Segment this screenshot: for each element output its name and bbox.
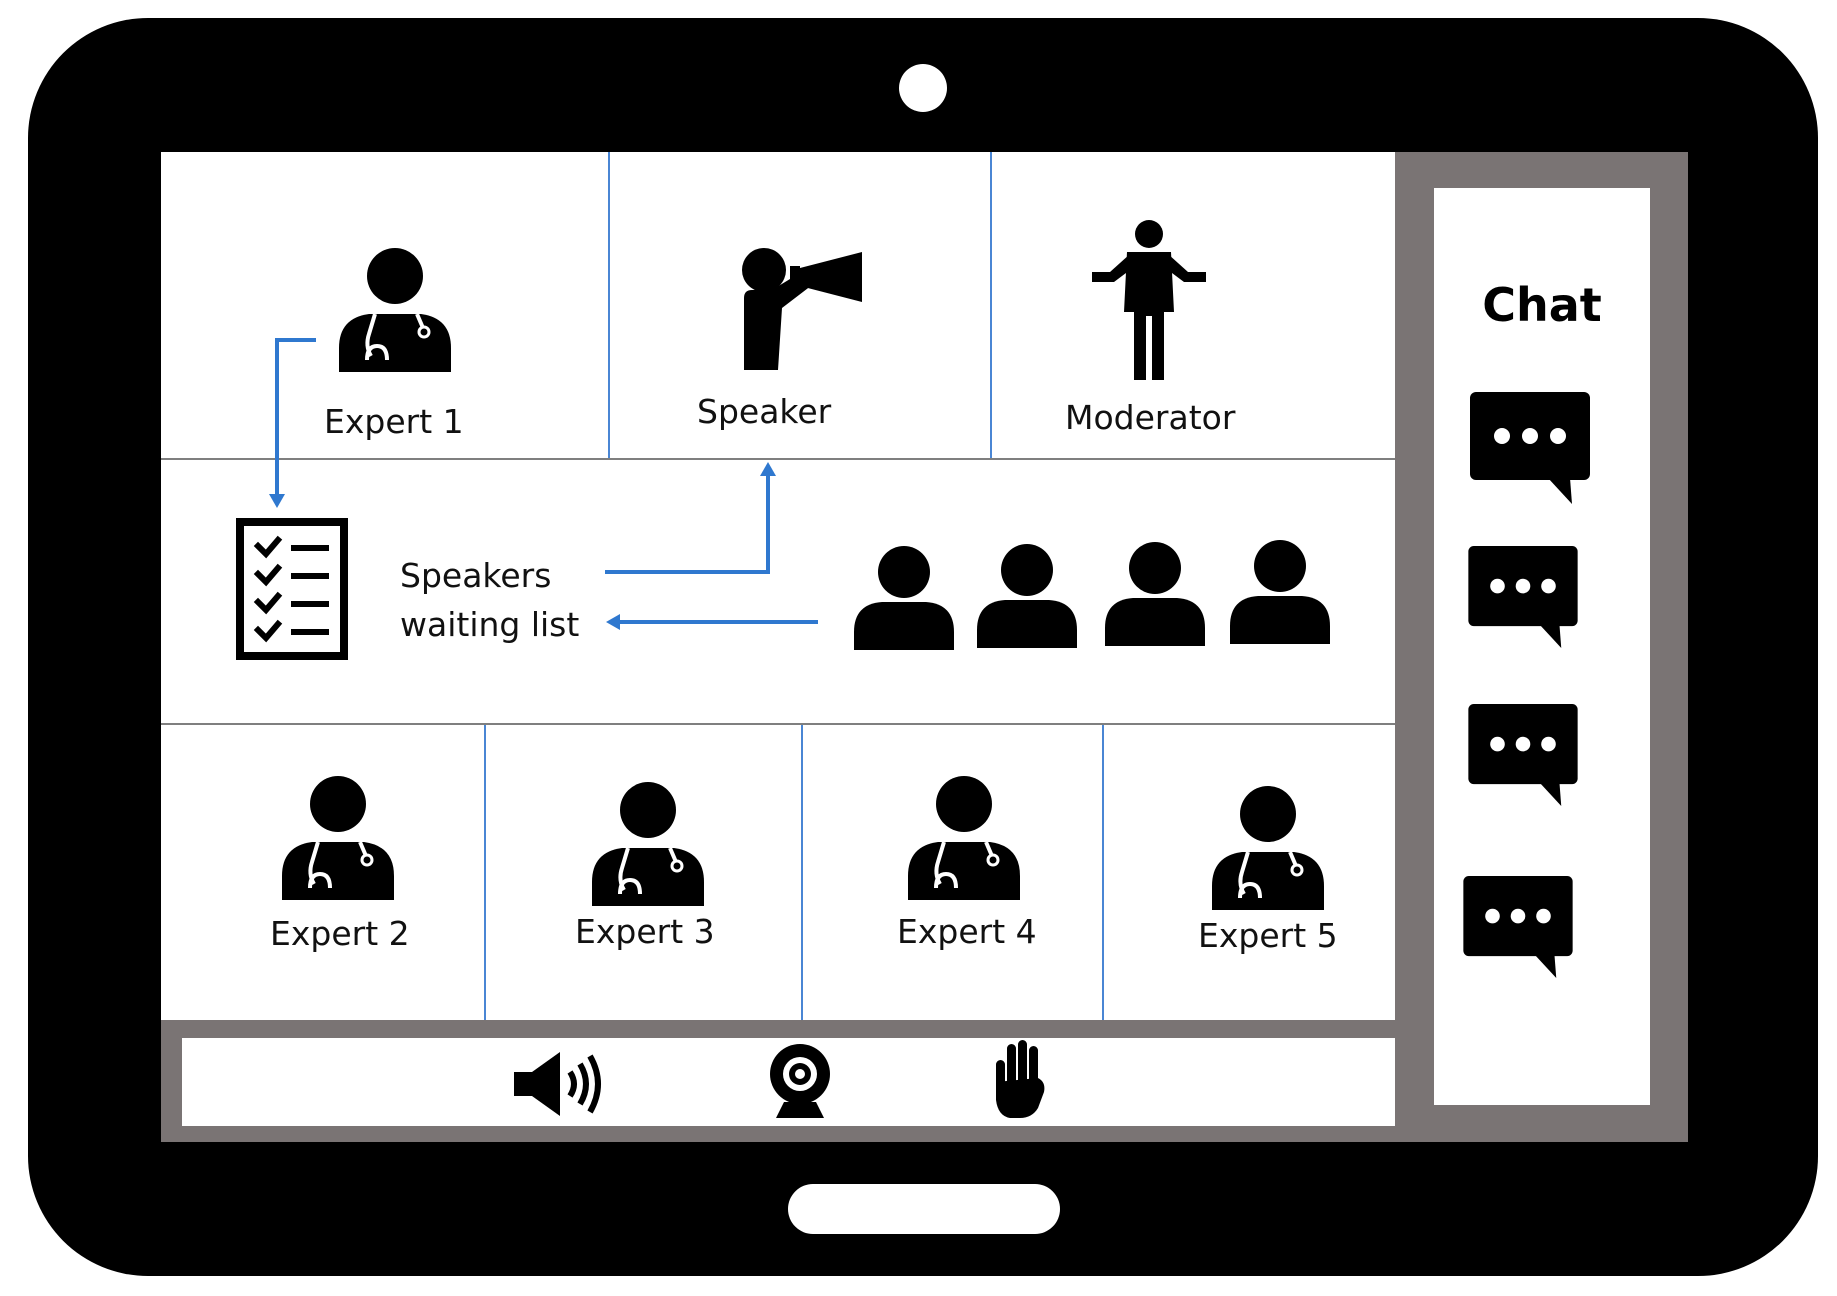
megaphone-person-icon xyxy=(738,246,864,370)
expert-1-label: Expert 1 xyxy=(324,402,464,441)
column-divider xyxy=(1102,725,1104,1020)
row-divider-bottom xyxy=(161,723,1395,725)
doctor-icon xyxy=(280,776,400,900)
raise-hand-icon[interactable] xyxy=(992,1038,1048,1120)
checklist-icon xyxy=(236,518,348,660)
expert-3-label: Expert 3 xyxy=(575,912,715,951)
speaker-label: Speaker xyxy=(697,392,832,431)
waiting-list-label-line1: Speakers xyxy=(400,556,552,595)
column-divider xyxy=(608,152,610,458)
chat-bubble-icon[interactable] xyxy=(1463,876,1573,978)
list-to-speaker-arrow xyxy=(605,474,770,574)
chat-title: Chat xyxy=(1482,278,1602,332)
standing-person-icon xyxy=(1090,220,1208,380)
webcam-icon[interactable] xyxy=(768,1044,832,1120)
chat-bubble-icon[interactable] xyxy=(1468,546,1578,648)
column-divider xyxy=(990,152,992,458)
waiting-list-label-line2: waiting list xyxy=(400,605,580,644)
speaker-volume-icon[interactable] xyxy=(512,1048,608,1120)
doctor-icon xyxy=(1210,786,1330,910)
row-divider-top xyxy=(161,458,1395,460)
moderator-label: Moderator xyxy=(1065,398,1236,437)
doctor-icon xyxy=(590,782,710,906)
chat-bubble-icon[interactable] xyxy=(1470,392,1590,504)
doctor-icon xyxy=(906,776,1026,900)
expert-5-label: Expert 5 xyxy=(1198,916,1338,955)
expert-4-label: Expert 4 xyxy=(897,912,1037,951)
chat-bubble-icon[interactable] xyxy=(1468,704,1578,806)
camera-icon xyxy=(899,64,947,112)
expert-to-list-arrow xyxy=(275,338,316,496)
column-divider xyxy=(484,725,486,1020)
expert-2-label: Expert 2 xyxy=(270,914,410,953)
column-divider xyxy=(801,725,803,1020)
home-button[interactable] xyxy=(788,1184,1060,1234)
